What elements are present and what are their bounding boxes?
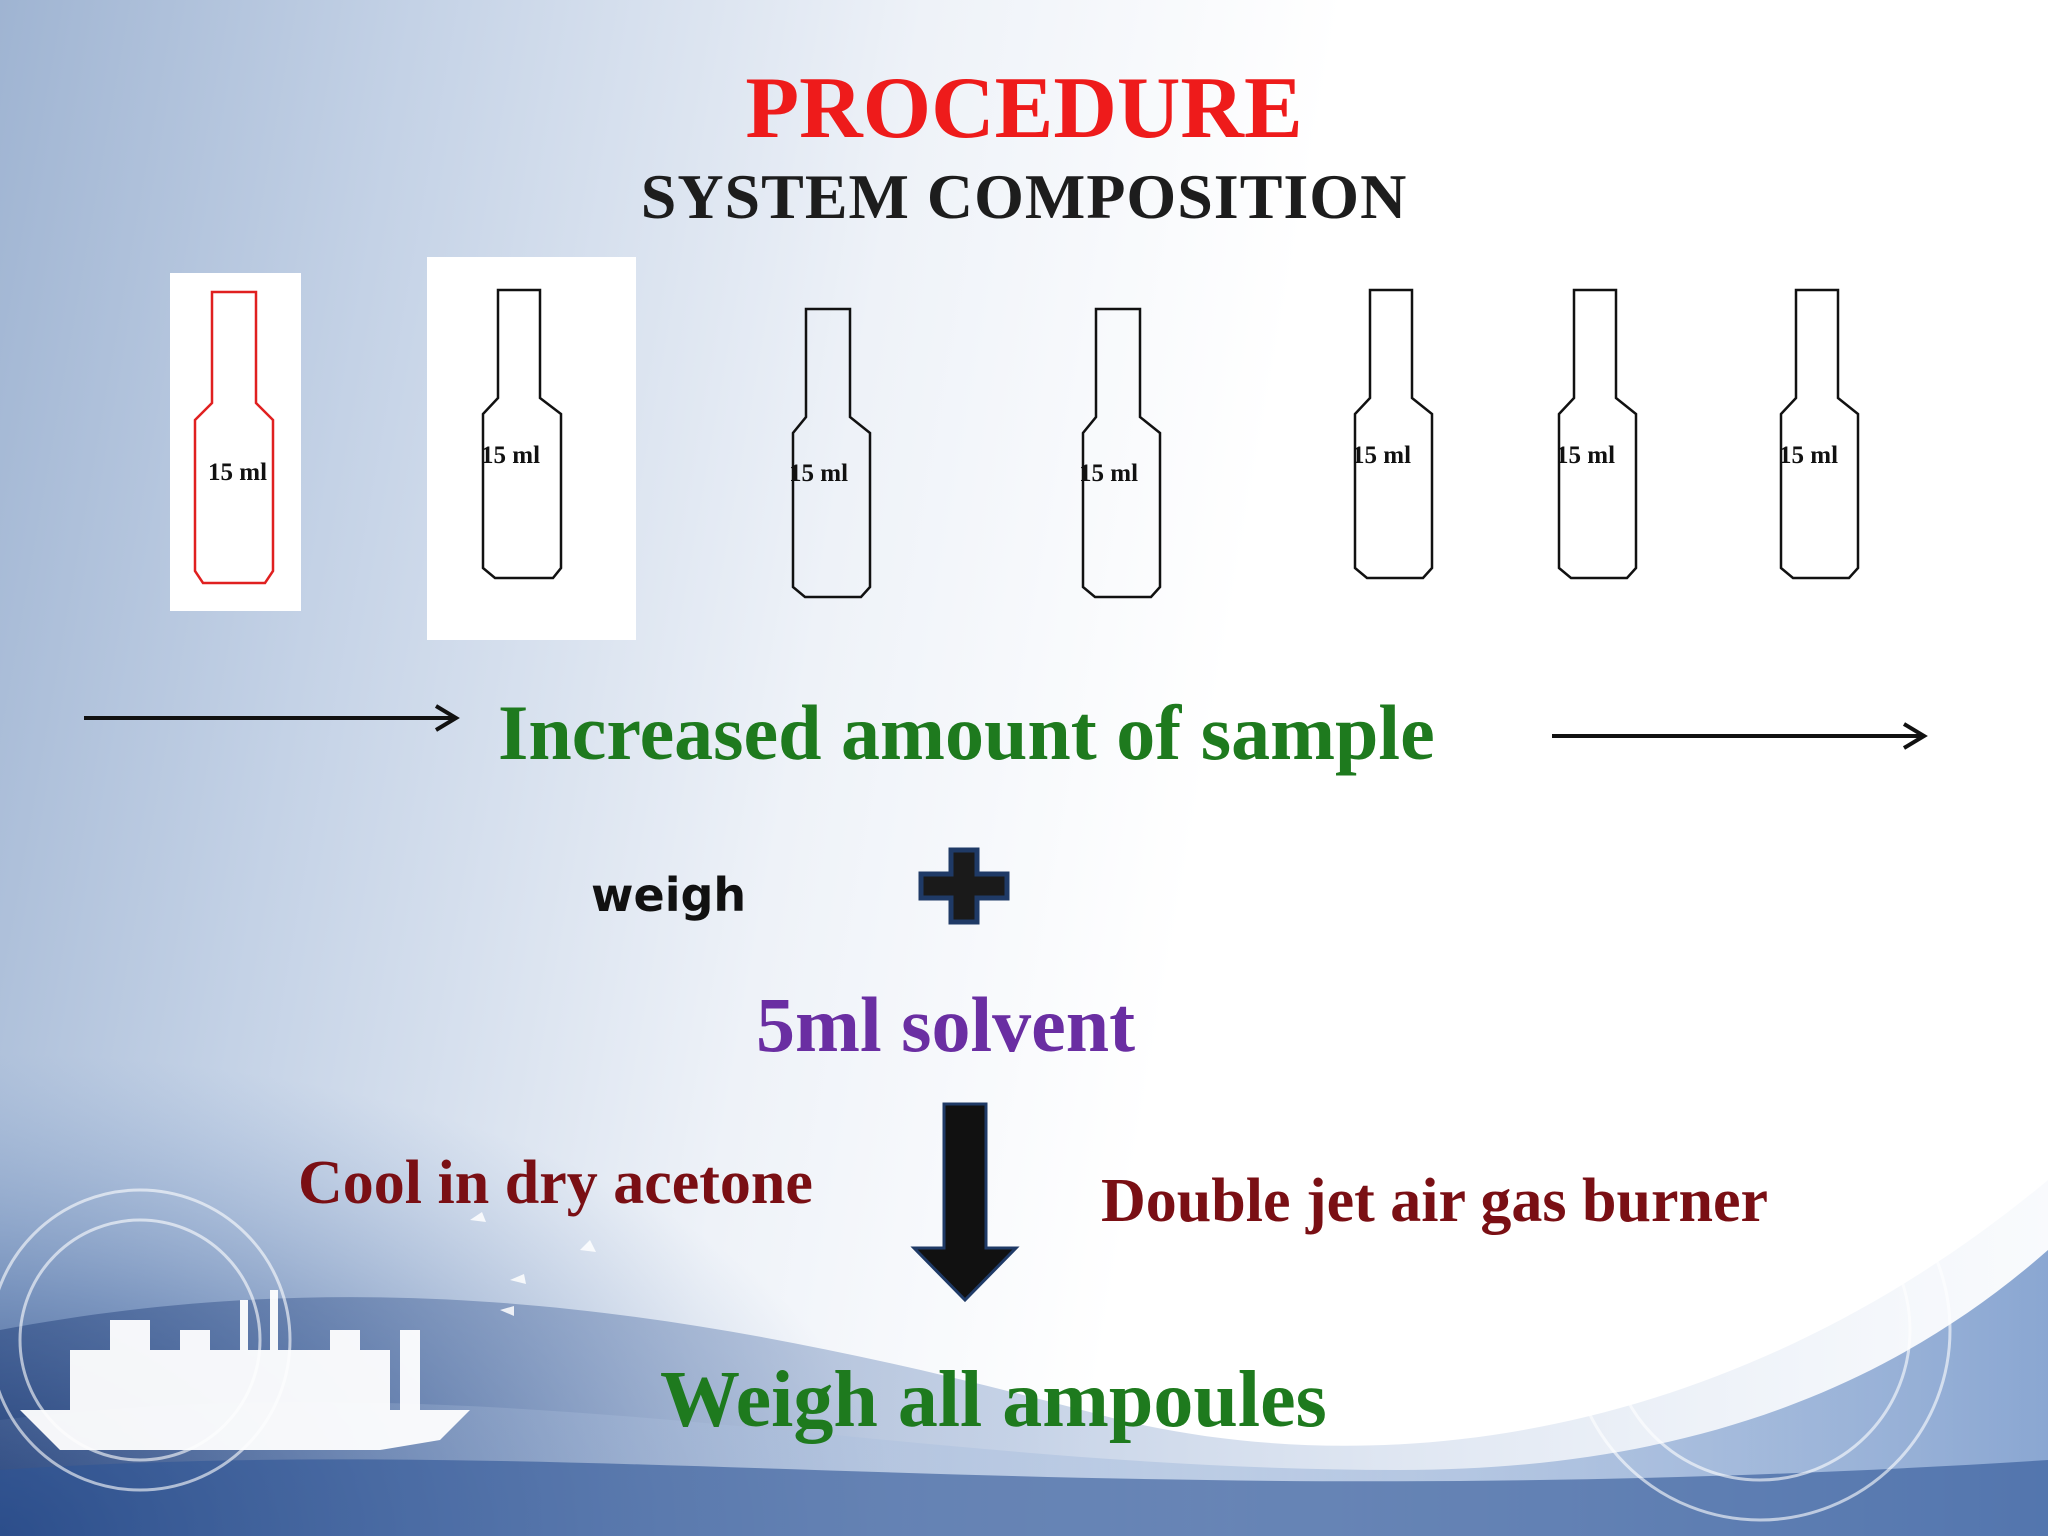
- increase-label: Increased amount of sample: [498, 689, 1435, 776]
- ampoule-6-label: 15 ml: [1556, 442, 1616, 469]
- ampoule-5-label: 15 ml: [1352, 442, 1412, 469]
- ampoule-2: [481, 288, 563, 580]
- weigh-label: weigh: [591, 868, 747, 922]
- slide-title: PROCEDURE: [745, 60, 1303, 157]
- ampoule-3-label: 15 ml: [789, 460, 849, 487]
- solvent-label: 5ml solvent: [756, 981, 1136, 1068]
- weigh-all-label: Weigh all ampoules: [660, 1356, 1327, 1444]
- ampoule-2-label: 15 ml: [481, 442, 541, 469]
- ampoule-1: [193, 290, 275, 585]
- down-arrow-icon: [910, 1102, 1020, 1303]
- burner-label: Double jet air gas burner: [1101, 1167, 1769, 1235]
- ampoule-panel: [427, 257, 636, 640]
- plus-icon: [918, 847, 1010, 925]
- ampoule-5: [1353, 288, 1434, 580]
- cool-label: Cool in dry acetone: [298, 1149, 813, 1217]
- right-arrow-icon: [1552, 722, 1928, 750]
- ampoule-1-label: 15 ml: [208, 459, 268, 486]
- ampoule-panel: [170, 273, 301, 611]
- ampoule-7-label: 15 ml: [1779, 442, 1839, 469]
- ampoule-6: [1557, 288, 1638, 580]
- ampoule-4-label: 15 ml: [1079, 460, 1139, 487]
- slide-subtitle: SYSTEM COMPOSITION: [640, 161, 1408, 232]
- ampoule-4: [1081, 307, 1162, 599]
- ampoule-row: 15 ml 15 ml 15 ml 15 ml 15 ml 15 ml 15 m…: [0, 0, 2048, 700]
- right-arrow-icon: [84, 704, 460, 732]
- ampoule-3: [791, 307, 872, 599]
- ampoule-7: [1779, 288, 1860, 580]
